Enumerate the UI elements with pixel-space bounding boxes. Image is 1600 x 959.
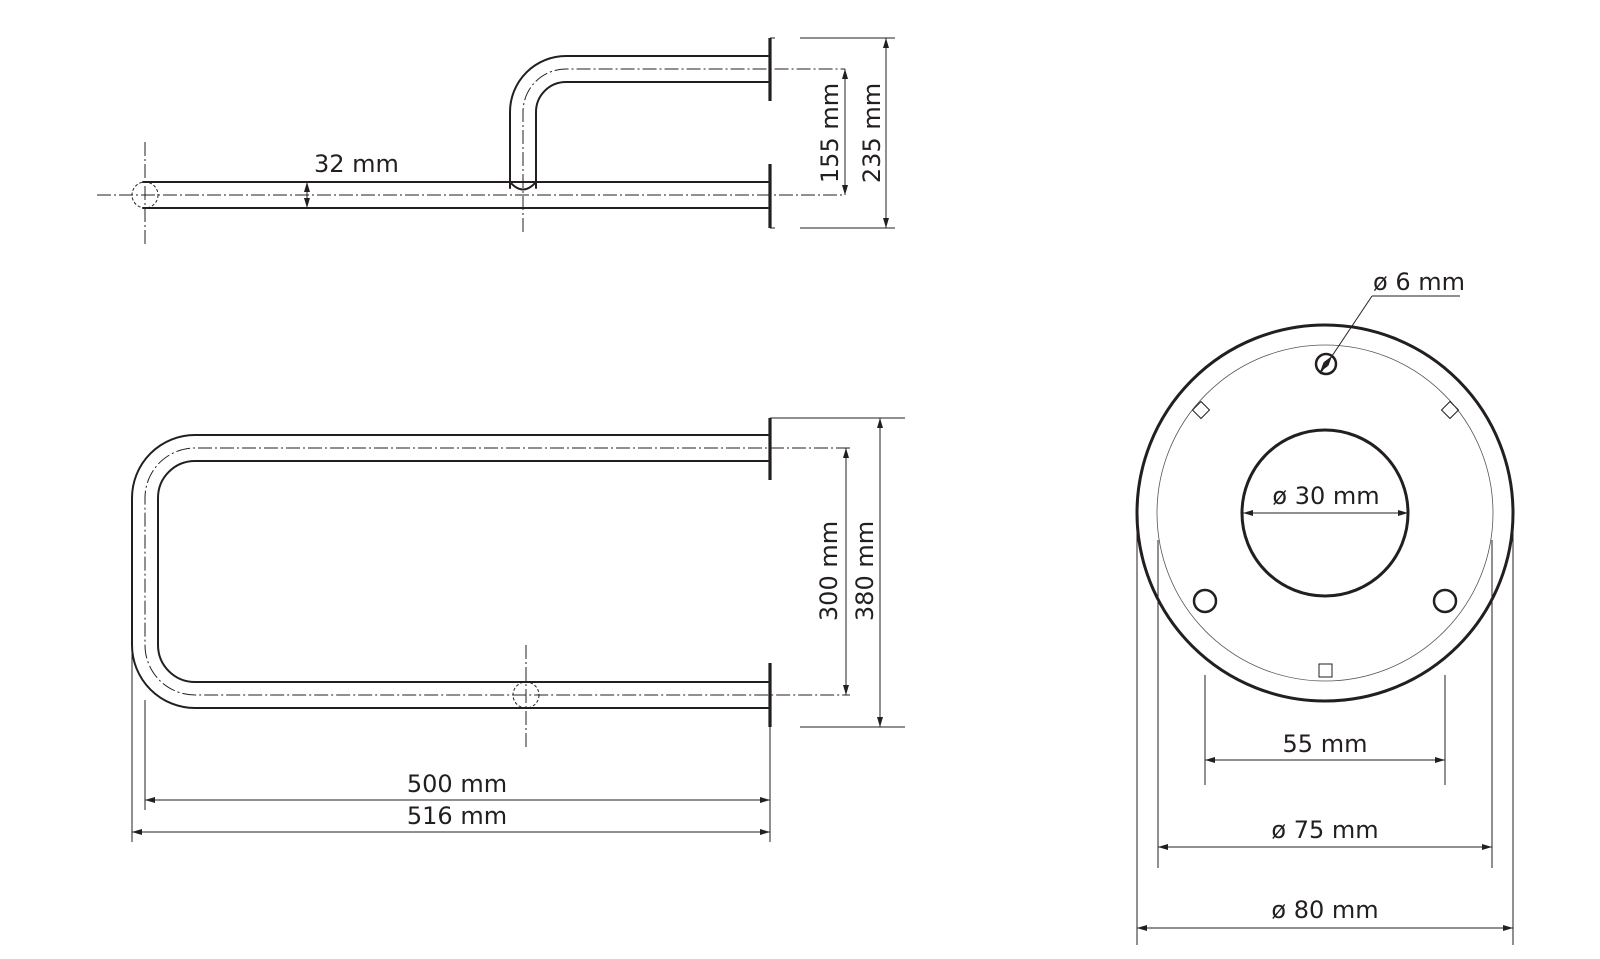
- plate-view: ø 6 mm ø 30 mm 55 mm ø 75 mm ø 80 mm: [1135, 268, 1515, 945]
- label-length-total: 516 mm: [407, 802, 507, 830]
- plan-view: 300 mm 380 mm 500 mm 516 mm: [131, 417, 905, 842]
- plate-inner-circle: [1156, 344, 1494, 682]
- marker-square-right: [1440, 400, 1460, 420]
- screw-hole-left: [1192, 588, 1218, 614]
- label-tube-diameter: 32 mm: [314, 150, 399, 178]
- label-tube-hole: ø 30 mm: [1272, 482, 1379, 510]
- side-view: 32 mm 155 mm 235 mm: [97, 37, 895, 245]
- screw-hole-top: [1314, 352, 1338, 376]
- label-centre-distance: 300 mm: [815, 521, 843, 621]
- label-hole-spacing: 55 mm: [1283, 730, 1368, 758]
- side-bent-tube-outer: [509, 55, 769, 189]
- label-total-depth-top: 235 mm: [858, 83, 886, 183]
- label-total-depth-plan: 380 mm: [851, 521, 879, 621]
- label-length-inner: 500 mm: [407, 770, 507, 798]
- plate-outer-circle: [1135, 323, 1515, 703]
- side-bent-tube-joint: [509, 181, 537, 191]
- dim-screw-hole: [1319, 355, 1333, 373]
- screw-hole-right: [1432, 588, 1458, 614]
- label-plate-diameter: ø 80 mm: [1271, 896, 1378, 924]
- side-bent-tube-inner: [535, 81, 769, 189]
- label-inner-circle: ø 75 mm: [1271, 816, 1378, 844]
- label-screw-hole: ø 6 mm: [1373, 268, 1465, 296]
- plan-tube-outer: [131, 434, 769, 709]
- plan-tube-centerline: [144, 447, 850, 696]
- plan-tube-inner: [157, 460, 769, 683]
- side-bent-centerline: [522, 68, 845, 232]
- label-plate-spacing-top: 155 mm: [816, 83, 844, 183]
- marker-square-left: [1191, 400, 1211, 420]
- marker-square-bottom: [1318, 663, 1333, 678]
